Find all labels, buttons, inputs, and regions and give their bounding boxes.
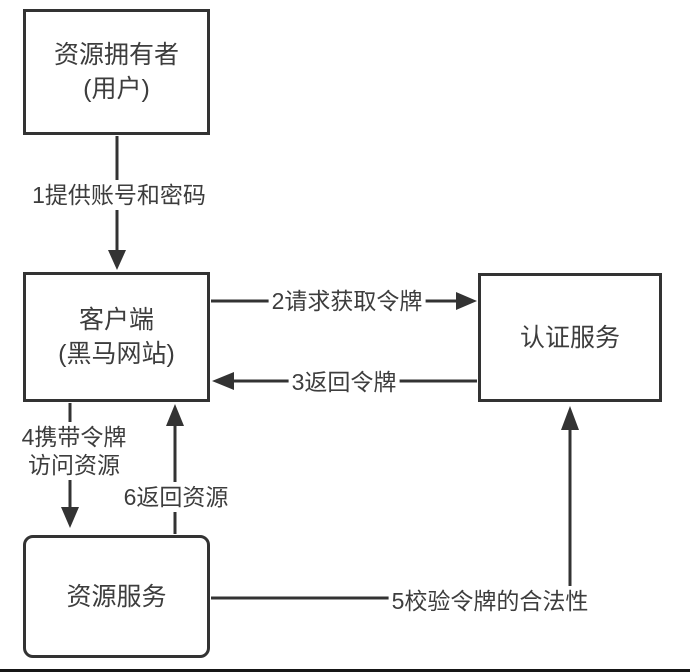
arrow-return-resource (166, 404, 184, 534)
arrow-verify-token (211, 406, 579, 600)
edge-label-carry-token: 4携带令牌 访问资源 (18, 422, 130, 480)
node-auth-service: 认证服务 (478, 273, 662, 402)
node-resource-service-label: 资源服务 (66, 582, 167, 611)
edge-label-return-token: 3返回令牌 (288, 367, 400, 397)
node-auth-service-label: 认证服务 (519, 323, 620, 352)
edge-label-request-token: 2请求获取令牌 (268, 286, 426, 316)
node-resource-owner: 资源拥有者 (用户) (23, 9, 210, 135)
node-client: 客户端 (黑马网站) (23, 272, 210, 402)
node-client-line2: (黑马网站) (58, 340, 175, 368)
node-client-line1: 客户端 (78, 306, 154, 334)
edge-label-provide-credentials: 1提供账号和密码 (29, 180, 209, 210)
node-resource-owner-line2: (用户) (83, 75, 150, 103)
edge-label-carry-token-line2: 访问资源 (27, 452, 120, 478)
node-resource-service: 资源服务 (23, 535, 210, 658)
edge-label-verify-token: 5校验令牌的合法性 (388, 586, 592, 616)
bottom-border-rule (0, 669, 690, 672)
edge-label-carry-token-line1: 4携带令牌 (21, 424, 127, 450)
edge-label-return-resource: 6返回资源 (120, 482, 232, 512)
node-resource-owner-line1: 资源拥有者 (53, 41, 179, 69)
